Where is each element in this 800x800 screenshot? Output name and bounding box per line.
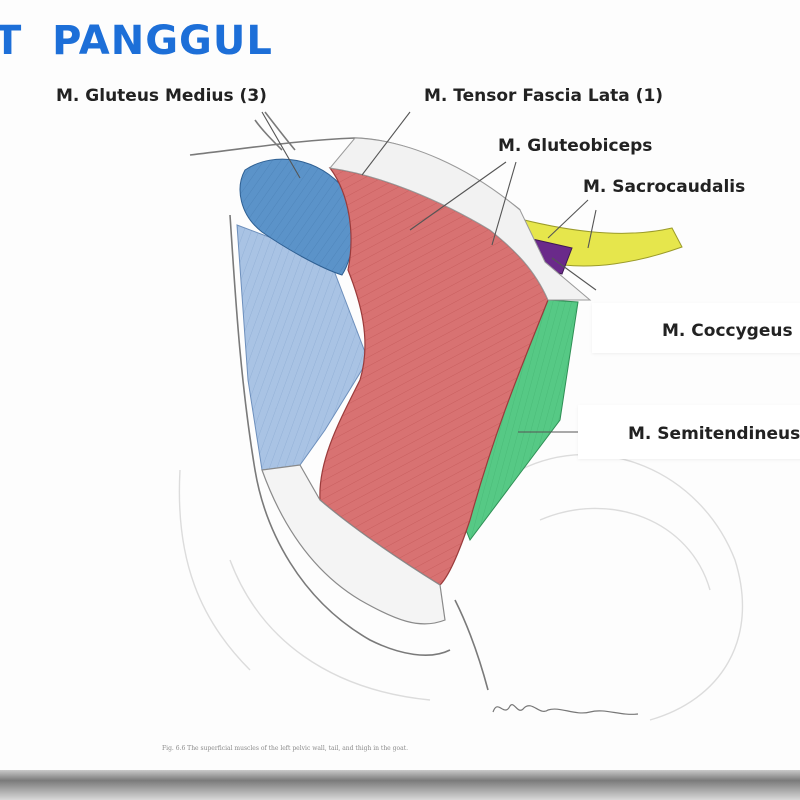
label-gluteus-medius: M. Gluteus Medius (3) <box>56 86 267 106</box>
label-coccygeus: M. Coccygeus <box>662 321 793 341</box>
lower-limb-outline <box>261 464 446 625</box>
skin-band <box>329 137 592 301</box>
label-box-semitendineus <box>578 405 800 459</box>
label-box-coccygeus <box>592 303 800 353</box>
label-sacrocaudalis: M. Sacrocaudalis <box>583 177 746 197</box>
slide-title: T PANGGUL <box>0 18 273 64</box>
leader-lines <box>261 111 597 433</box>
slide-bottom-edge <box>0 770 800 800</box>
label-semitendineus: M. Semitendineus <box>628 424 800 444</box>
figure-caption: Fig. 6.6 The superficial muscles of the … <box>162 745 408 752</box>
label-tensor-fascia-lata: M. Tensor Fascia Lata (1) <box>424 86 664 106</box>
label-gluteobiceps: M. Gluteobiceps <box>498 136 653 156</box>
